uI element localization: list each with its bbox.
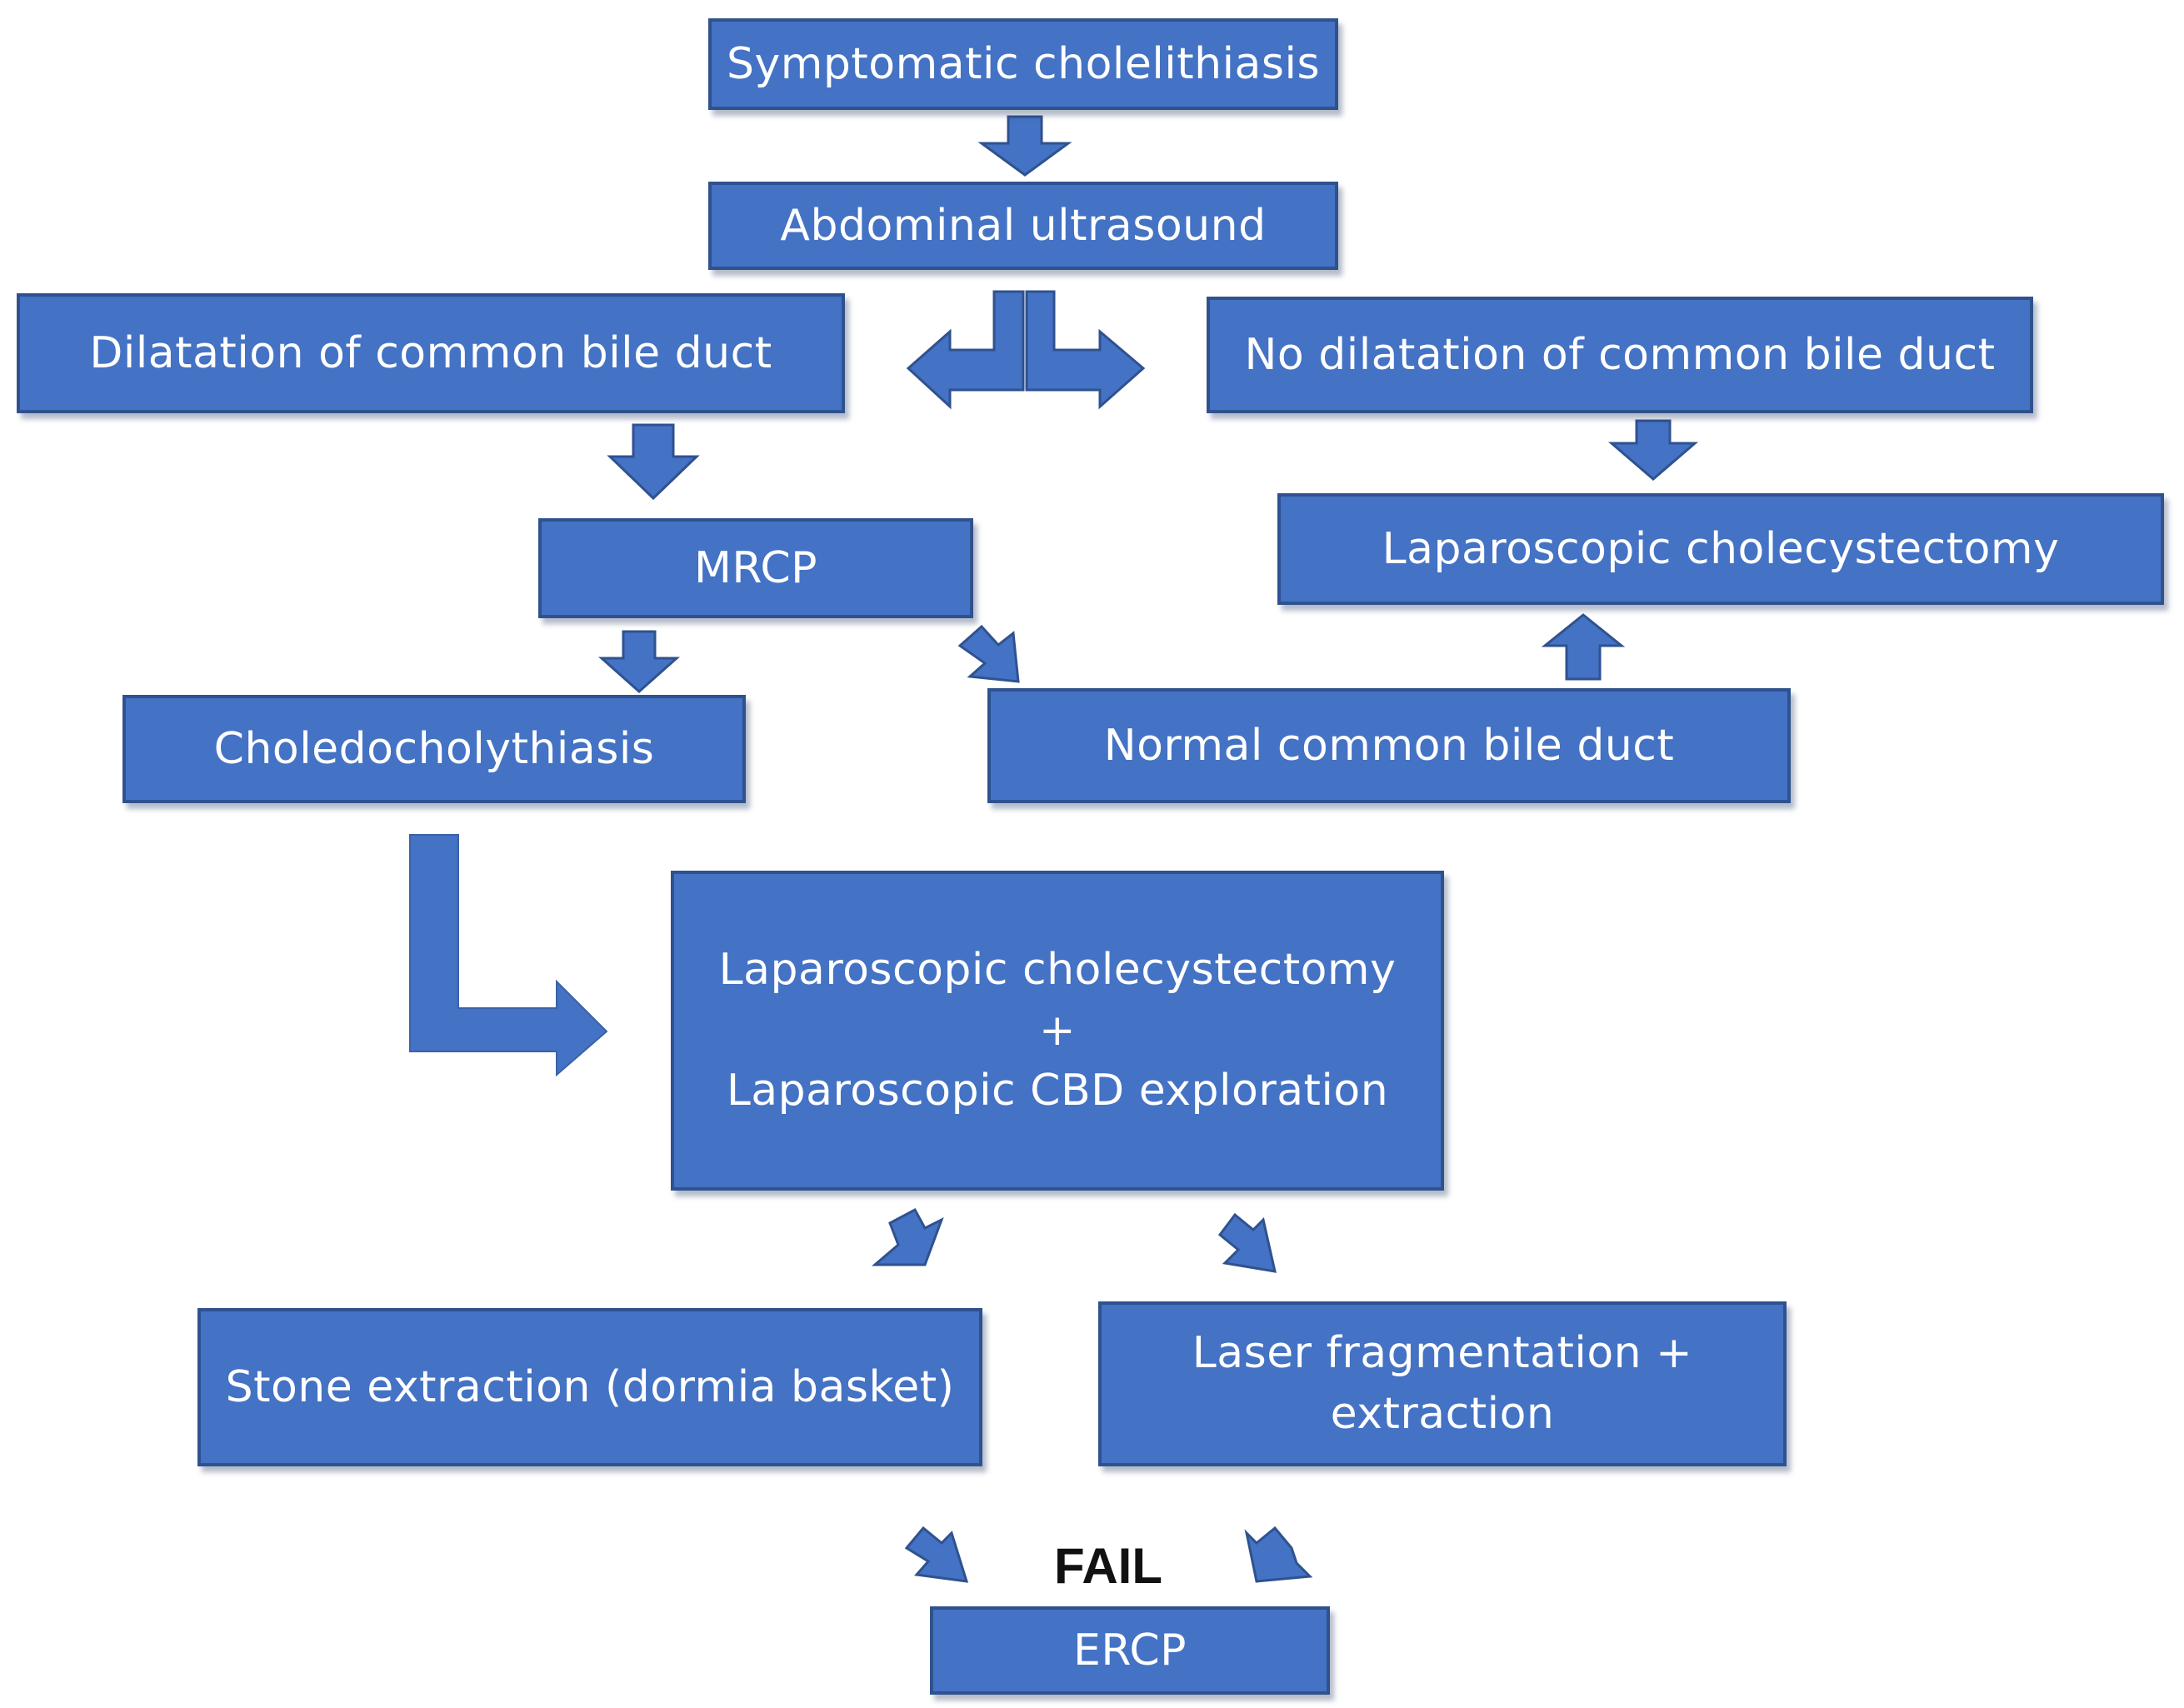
node-lap-chole-label: Laparoscopic cholecystectomy [1382,523,2060,574]
node-stone-extraction: Stone extraction (dormia basket) [197,1308,982,1466]
node-normal-common-bile-duct: Normal common bile duct [987,688,1791,803]
node-no-dilatation-label: No dilatation of common bile duct [1244,329,1996,380]
arrow-mrcp-to-choledocholithiasis [598,630,680,694]
arrow-normal-cbd-to-lap-chole [1541,613,1626,681]
arrow-choledocholithiasis-to-combined [409,834,608,1077]
node-abdominal-ultrasound: Abdominal ultrasound [708,182,1338,270]
arrow-mrcp-to-normal-cbd [957,624,1020,683]
arrow-ultrasound-to-dilatation [906,290,1025,410]
node-combined-line2: + [1038,1005,1077,1056]
node-choledocholithiasis-label: Choledocholythiasis [213,723,655,774]
node-lap-chole-cbd-exploration: Laparoscopic cholecystectomy + Laparosco… [671,871,1444,1191]
arrow-no-dilatation-to-lap-chole [1607,419,1699,481]
arrow-ultrasound-to-no-dilatation [1025,290,1146,410]
node-ercp: ERCP [930,1606,1330,1695]
node-combined-line1: Laparoscopic cholecystectomy [718,944,1397,995]
node-choledocholithiasis: Choledocholythiasis [122,695,746,803]
arrow-combined-to-stone-extraction [871,1207,944,1266]
node-laparoscopic-cholecystectomy: Laparoscopic cholecystectomy [1277,493,2164,605]
arrow-symptomatic-to-ultrasound [977,115,1072,177]
arrow-dilatation-to-mrcp [607,423,700,501]
arrow-laser-to-ercp [1244,1526,1313,1583]
node-laser-line2: extraction [1330,1389,1555,1439]
node-ercp-label: ERCP [1072,1625,1187,1676]
node-no-dilatation-cbd: No dilatation of common bile duct [1207,297,2033,413]
node-combined-line3: Laparoscopic CBD exploration [726,1066,1389,1116]
node-symptomatic-label: Symptomatic cholelithiasis [726,38,1321,89]
node-ultrasound-label: Abdominal ultrasound [780,200,1267,251]
node-mrcp-label: MRCP [693,542,818,593]
node-normal-cbd-label: Normal common bile duct [1103,720,1675,771]
node-mrcp: MRCP [538,518,973,618]
node-laser-fragmentation: Laser fragmentation + extraction [1098,1301,1787,1466]
node-symptomatic-cholelithiasis: Symptomatic cholelithiasis [708,18,1338,110]
arrow-stone-extraction-to-ercp [904,1526,969,1583]
node-laser-line1: Laser fragmentation + [1192,1328,1693,1379]
arrow-combined-to-laser [1217,1212,1277,1273]
node-stone-extraction-label: Stone extraction (dormia basket) [225,1361,955,1412]
node-dilatation-label: Dilatation of common bile duct [89,327,772,378]
node-dilatation-cbd: Dilatation of common bile duct [17,293,845,413]
fail-label: FAIL [1054,1538,1162,1594]
